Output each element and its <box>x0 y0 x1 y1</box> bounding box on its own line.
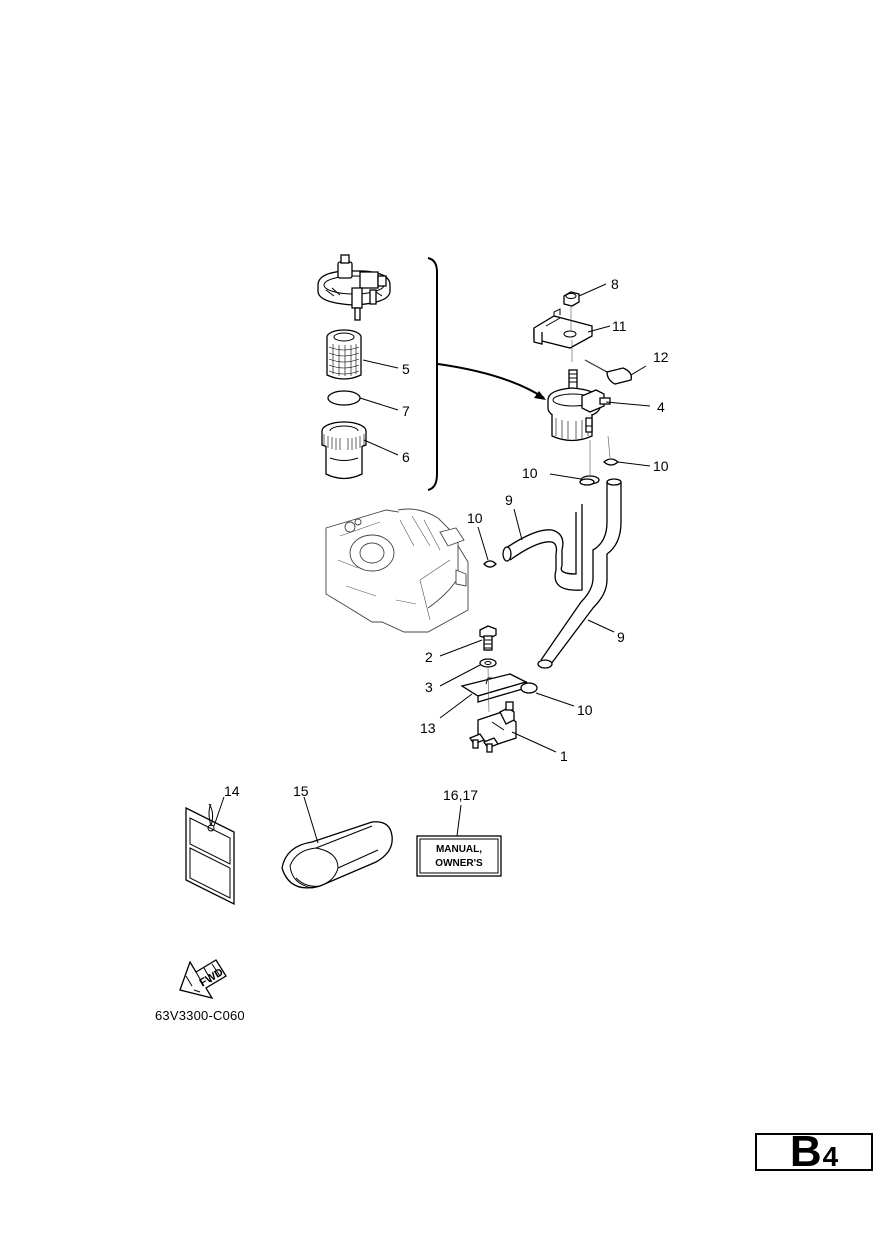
callout-8: 8 <box>611 276 619 292</box>
callout-14: 14 <box>224 783 240 799</box>
callout-9-upper: 9 <box>505 492 513 508</box>
callout-10-left: 10 <box>467 510 483 526</box>
leader-6 <box>363 439 399 456</box>
callout-10-lower: 10 <box>577 702 593 718</box>
page-badge-letter: B <box>789 1127 822 1176</box>
axis-line-screw <box>487 667 490 713</box>
hose-clip-left <box>483 560 497 568</box>
leader-5 <box>362 359 399 369</box>
fuel-filter-assembly <box>547 369 611 442</box>
callout-13: 13 <box>420 720 436 736</box>
subassembly-bracket <box>427 257 438 491</box>
fuel-hose-lower <box>537 478 622 669</box>
callout-15: 15 <box>293 783 309 799</box>
leader-10-left <box>477 526 489 561</box>
leader-9-upper <box>513 508 523 541</box>
filter-cup <box>321 421 367 480</box>
page-badge-number: 4 <box>822 1141 839 1172</box>
callout-10-right: 10 <box>653 458 669 474</box>
hose-clip-right <box>603 458 619 466</box>
leader-12 <box>630 365 647 376</box>
callout-10-center: 10 <box>522 465 538 481</box>
callout-2: 2 <box>425 649 433 665</box>
owners-manual-item: MANUAL, OWNER'S <box>416 835 502 877</box>
callout-3: 3 <box>425 679 433 695</box>
filter-element <box>326 329 362 380</box>
page-badge: B 4 <box>755 1127 873 1176</box>
leader-16-17 <box>456 804 462 837</box>
leader-7 <box>359 397 399 411</box>
fuel-hose-upper <box>502 478 595 591</box>
leader-11 <box>587 325 611 333</box>
leader-3 <box>439 664 481 687</box>
tag-item <box>185 803 235 906</box>
washer-part <box>479 658 497 668</box>
leader-10-lower <box>535 692 575 707</box>
leader-2 <box>439 639 483 657</box>
assembly-arrowhead <box>534 391 546 400</box>
leader-4 <box>605 401 651 407</box>
o-ring <box>327 390 361 406</box>
leader-1 <box>511 731 557 753</box>
axis-line-12 <box>584 359 606 372</box>
axis-line-clip-right <box>607 435 611 459</box>
callout-6: 6 <box>402 449 410 465</box>
leader-10-center <box>549 473 582 480</box>
callout-7: 7 <box>402 403 410 419</box>
callout-5: 5 <box>402 361 410 377</box>
callout-4: 4 <box>657 399 665 415</box>
bolt-part <box>584 359 632 385</box>
fwd-arrow-icon: FWD <box>179 959 227 1000</box>
leader-10-right <box>617 461 651 467</box>
leader-9-lower <box>587 619 615 633</box>
hose-clip-lower <box>520 682 538 694</box>
engine-reference-silhouette <box>325 508 469 633</box>
callout-1: 1 <box>560 748 568 764</box>
diagram-code: 63V3300-C060 <box>155 1008 245 1023</box>
leader-14 <box>213 796 225 827</box>
bag-item <box>281 821 393 889</box>
callout-12: 12 <box>653 349 669 365</box>
assembly-arrow <box>437 363 545 399</box>
screw-part <box>479 625 497 651</box>
leader-15 <box>303 796 319 844</box>
connector-bracket-part <box>460 673 528 703</box>
manual-label-line1: MANUAL, <box>436 844 482 855</box>
filter-housing-top <box>317 254 391 321</box>
leader-8 <box>578 283 607 297</box>
callout-16-17: 16,17 <box>443 787 478 803</box>
leader-13 <box>439 693 473 719</box>
manual-label-line2: OWNER'S <box>435 858 483 869</box>
nut-part <box>563 291 580 307</box>
callout-11: 11 <box>612 318 627 334</box>
callout-9-lower: 9 <box>617 629 625 645</box>
fuel-joint-part <box>469 701 517 753</box>
bracket-part <box>533 308 593 349</box>
